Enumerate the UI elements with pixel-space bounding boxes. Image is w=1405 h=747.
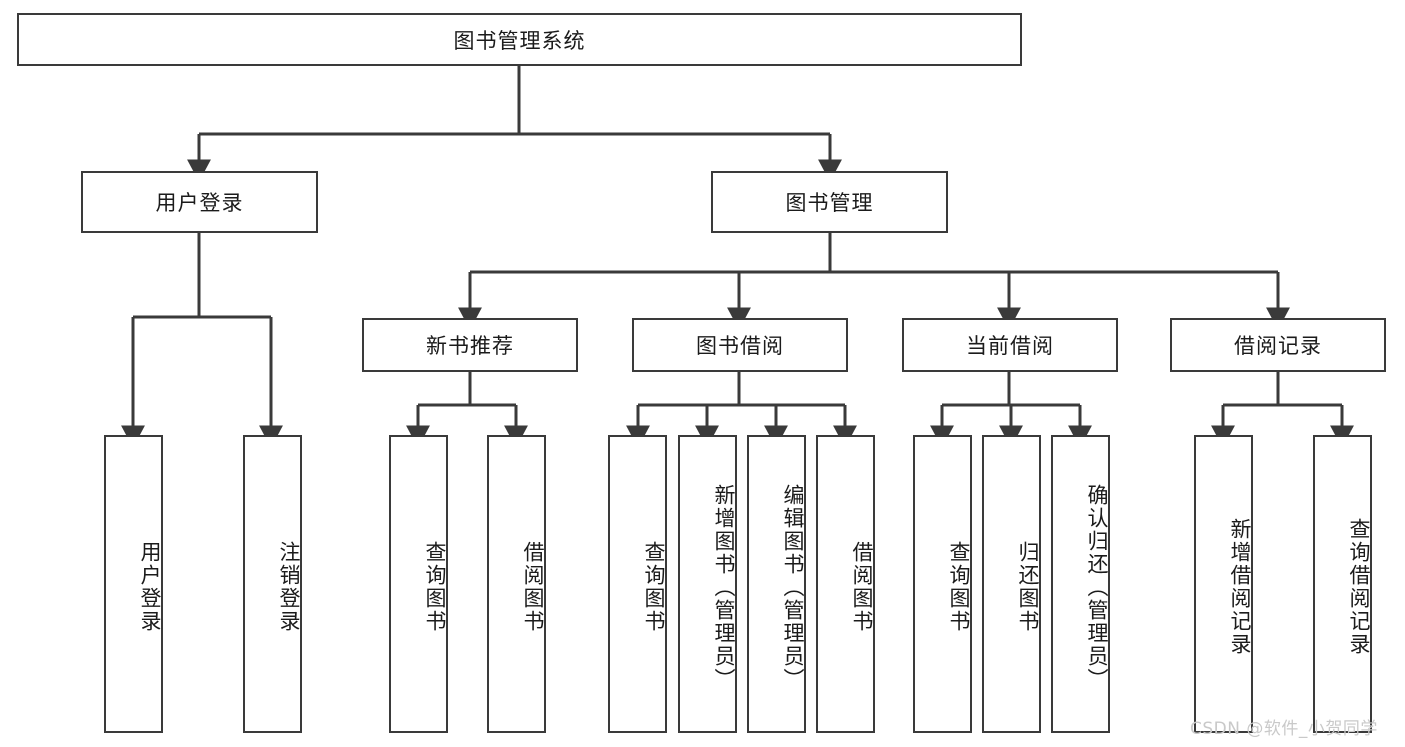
- leaf-user-login-logout[interactable]: 注销登录: [243, 435, 302, 733]
- node-label: 图书借阅: [696, 334, 784, 358]
- node-label: 查询图书: [423, 541, 447, 633]
- node-root-book-management-system[interactable]: 图书管理系统: [17, 13, 1022, 66]
- node-label: 查询借阅记录: [1347, 518, 1371, 656]
- node-label: 注销登录: [277, 541, 301, 633]
- leaf-user-login-login[interactable]: 用户登录: [104, 435, 163, 733]
- node-borrow-record[interactable]: 借阅记录: [1170, 318, 1386, 372]
- node-label: 当前借阅: [966, 334, 1054, 358]
- node-label: 图书管理: [785, 191, 874, 215]
- node-label: 用户登录: [138, 541, 162, 633]
- node-label: 查询图书: [642, 541, 666, 633]
- leaf-book-borrow-query-book[interactable]: 查询图书: [608, 435, 667, 733]
- node-current-borrow[interactable]: 当前借阅: [902, 318, 1118, 372]
- node-label: 借阅图书: [850, 541, 874, 633]
- node-label: 图书管理系统: [453, 28, 586, 53]
- node-user-login[interactable]: 用户登录: [81, 171, 318, 233]
- node-book-borrow[interactable]: 图书借阅: [632, 318, 848, 372]
- leaf-borrow-record-add-record[interactable]: 新增借阅记录: [1194, 435, 1253, 733]
- node-new-book-recommend[interactable]: 新书推荐: [362, 318, 578, 372]
- leaf-current-borrow-confirm-return-admin[interactable]: 确认归还（管理员）: [1051, 435, 1110, 733]
- leaf-borrow-record-query-record[interactable]: 查询借阅记录: [1313, 435, 1372, 733]
- node-label: 新增图书（管理员）: [712, 483, 736, 691]
- node-label: 借阅图书: [521, 541, 545, 633]
- node-book-management[interactable]: 图书管理: [711, 171, 948, 233]
- node-label: 归还图书: [1016, 541, 1040, 633]
- csdn-watermark: CSDN @软件_小贺同学: [1190, 719, 1378, 739]
- leaf-new-book-query-book[interactable]: 查询图书: [389, 435, 448, 733]
- leaf-new-book-borrow-book[interactable]: 借阅图书: [487, 435, 546, 733]
- node-label: 新书推荐: [426, 334, 514, 358]
- node-label: 编辑图书（管理员）: [781, 483, 805, 691]
- leaf-book-borrow-edit-book-admin[interactable]: 编辑图书（管理员）: [747, 435, 806, 733]
- node-label: 新增借阅记录: [1228, 518, 1252, 656]
- leaf-book-borrow-borrow-book[interactable]: 借阅图书: [816, 435, 875, 733]
- leaf-current-borrow-query-book[interactable]: 查询图书: [913, 435, 972, 733]
- node-label: 确认归还（管理员）: [1085, 483, 1109, 691]
- leaf-current-borrow-return-book[interactable]: 归还图书: [982, 435, 1041, 733]
- node-label: 借阅记录: [1234, 334, 1322, 358]
- node-label: 查询图书: [947, 541, 971, 633]
- node-label: 用户登录: [155, 191, 244, 215]
- leaf-book-borrow-add-book-admin[interactable]: 新增图书（管理员）: [678, 435, 737, 733]
